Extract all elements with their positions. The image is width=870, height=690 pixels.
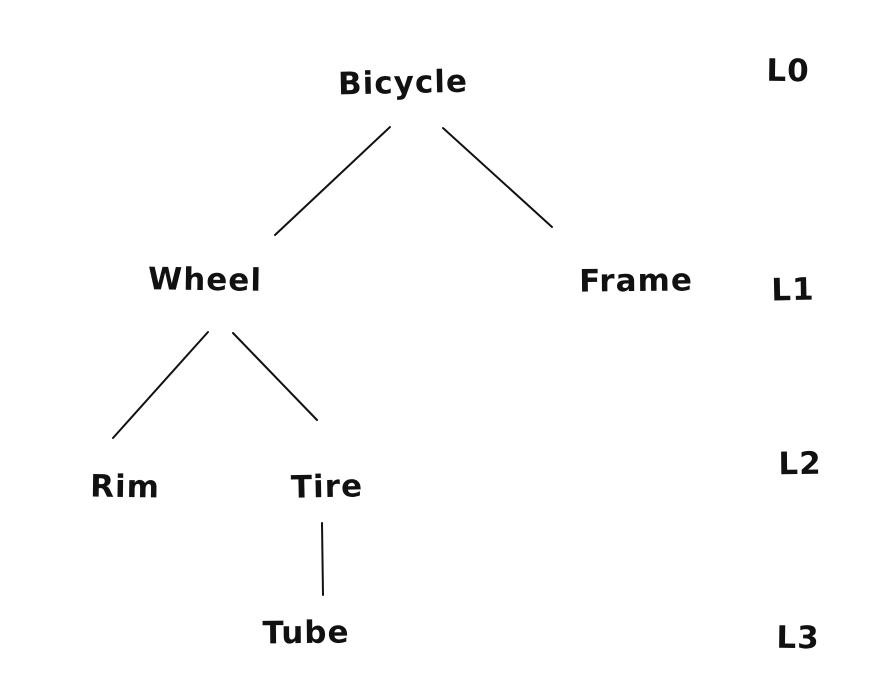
edge-wheel-tire xyxy=(232,332,318,421)
node-tire: Tire xyxy=(290,468,364,506)
node-rim: Rim xyxy=(89,468,161,506)
node-bicycle: Bicycle xyxy=(337,63,469,103)
node-tube: Tube xyxy=(262,614,350,652)
level-label-l2: L2 xyxy=(778,445,822,483)
level-label-l0: L0 xyxy=(766,52,810,90)
edge-tire-tube xyxy=(321,522,324,596)
edge-bicycle-wheel xyxy=(274,126,391,236)
node-wheel: Wheel xyxy=(147,261,263,299)
edge-bicycle-frame xyxy=(442,127,553,228)
node-frame: Frame xyxy=(578,262,694,300)
level-label-l3: L3 xyxy=(776,619,820,657)
level-label-l1: L1 xyxy=(770,271,816,309)
edge-wheel-rim xyxy=(112,331,209,439)
